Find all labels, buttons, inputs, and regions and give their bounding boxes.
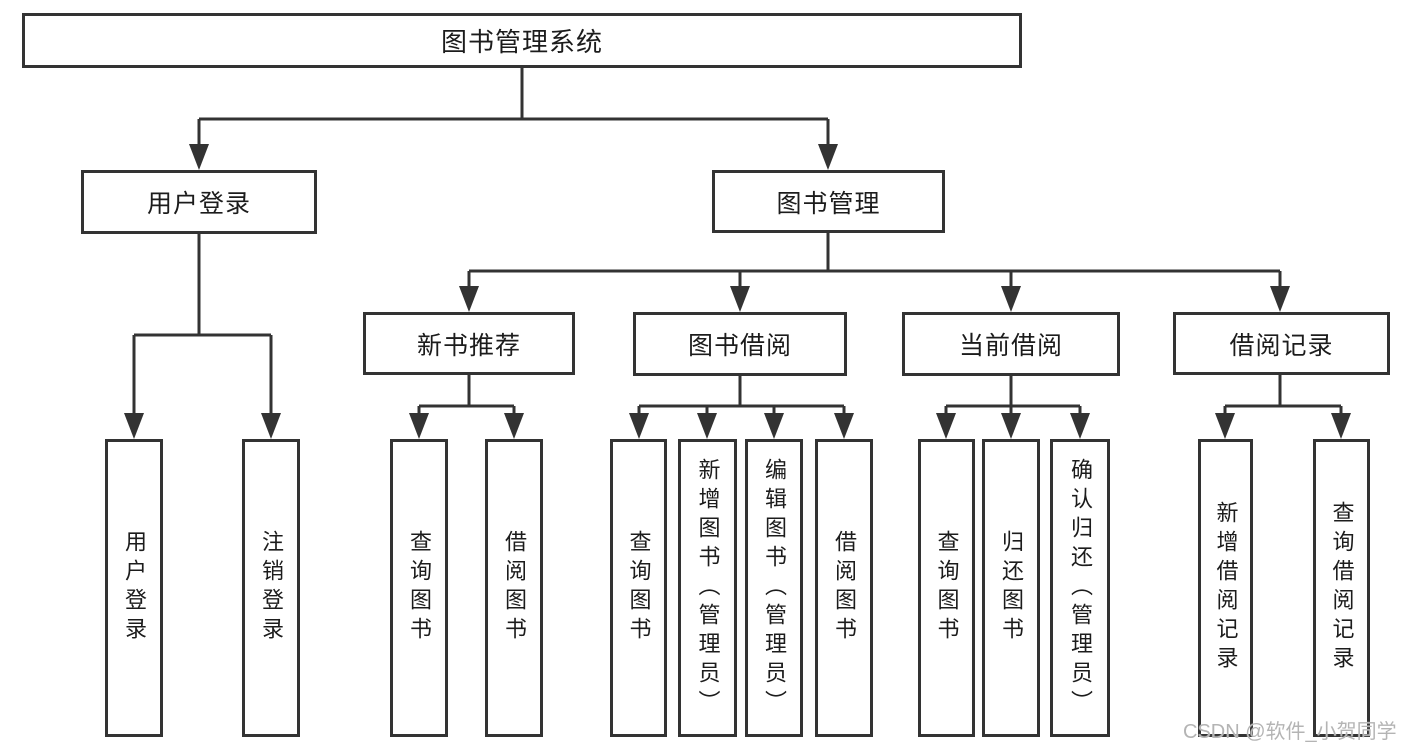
node-label: 归还图书 xyxy=(999,530,1024,646)
node-label: 用户登录 xyxy=(146,190,251,218)
node-label: 查询图书 xyxy=(626,530,652,646)
leaf-confirm-return-admin: 确认归还（管理员） xyxy=(1050,439,1110,737)
node-label: 图书借阅 xyxy=(687,332,792,360)
node-new-book-recommend: 新书推荐 xyxy=(363,312,575,375)
leaf-query-books-borrow: 查询图书 xyxy=(610,439,667,737)
arrowheads xyxy=(124,144,1351,439)
node-label: 用户登录 xyxy=(122,530,147,646)
node-label: 当前借阅 xyxy=(958,332,1063,360)
leaf-return-books: 归还图书 xyxy=(982,439,1040,737)
node-label: 注销登录 xyxy=(259,530,284,646)
node-label: 确认归还（管理员） xyxy=(1068,457,1093,719)
node-user-login: 用户登录 xyxy=(81,170,317,234)
node-borrow-records: 借阅记录 xyxy=(1173,312,1390,375)
node-label: 新书推荐 xyxy=(416,331,521,360)
leaf-logout: 注销登录 xyxy=(242,439,300,737)
node-label: 查询借阅记录 xyxy=(1329,501,1355,675)
node-current-borrow: 当前借阅 xyxy=(902,312,1120,376)
node-label: 图书管理 xyxy=(776,189,881,218)
node-label: 查询图书 xyxy=(934,530,960,646)
node-book-borrow: 图书借阅 xyxy=(633,312,847,376)
leaf-user-login: 用户登录 xyxy=(105,439,163,737)
node-library-system: 图书管理系统 xyxy=(22,13,1022,68)
leaf-add-borrow-record: 新增借阅记录 xyxy=(1198,439,1253,737)
leaf-query-books-current: 查询图书 xyxy=(918,439,975,737)
node-book-management: 图书管理 xyxy=(712,170,945,233)
csdn-watermark: CSDN @软件_小贺同学 xyxy=(1183,721,1397,743)
node-label: 图书管理系统 xyxy=(440,27,603,57)
node-label: 借阅图书 xyxy=(502,530,527,646)
leaf-query-borrow-record: 查询借阅记录 xyxy=(1313,439,1370,737)
leaf-borrow-books-recommend: 借阅图书 xyxy=(485,439,543,737)
leaf-edit-books-admin: 编辑图书（管理员） xyxy=(745,439,803,737)
node-label: 查询图书 xyxy=(407,530,432,646)
tree-edges xyxy=(132,66,1343,419)
leaf-query-books-recommend: 查询图书 xyxy=(390,439,448,737)
leaf-borrow-books: 借阅图书 xyxy=(815,439,873,737)
leaf-add-books-admin: 新增图书（管理员） xyxy=(678,439,737,737)
node-label: 借阅记录 xyxy=(1229,331,1334,360)
node-label: 借阅图书 xyxy=(832,530,857,646)
node-label: 编辑图书（管理员） xyxy=(762,457,787,719)
node-label: 新增图书（管理员） xyxy=(695,457,721,719)
node-label: 新增借阅记录 xyxy=(1213,501,1239,675)
